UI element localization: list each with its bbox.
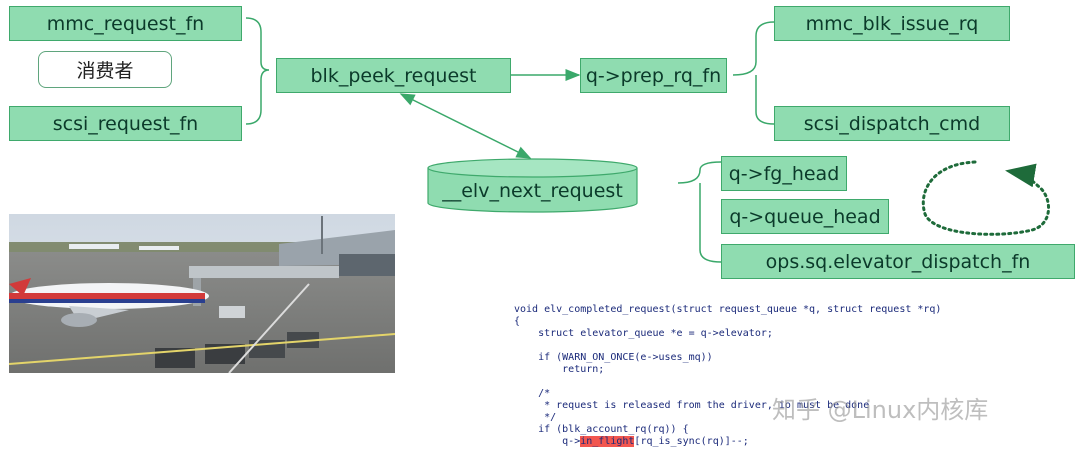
- code-line: * request is released from the driver, i…: [514, 400, 870, 411]
- scsi-dispatch-cmd-box: scsi_dispatch_cmd: [774, 106, 1010, 141]
- in-flight-highlight: in_flight: [580, 436, 635, 447]
- airport-photo: [9, 214, 395, 373]
- elevator-dispatch-fn-box: ops.sq.elevator_dispatch_fn: [721, 244, 1075, 279]
- code-line: return;: [514, 364, 605, 375]
- producers-brace: [245, 17, 270, 125]
- sources-brace: [677, 161, 722, 184]
- code-line: */: [514, 412, 557, 423]
- fg-head-box: q->fg_head: [721, 156, 847, 191]
- code-line: struct elevator_queue *e = q->elevator;: [514, 328, 773, 339]
- prep-rq-fn-box: q->prep_rq_fn: [580, 58, 727, 93]
- code-line: if (WARN_ON_ONCE(e->uses_mq)): [514, 352, 713, 363]
- issuers-brace: [732, 21, 775, 76]
- consumer-label: 消费者: [38, 51, 172, 88]
- code-line: if (blk_account_rq(rq)) {: [514, 424, 689, 435]
- scsi-request-fn-box: scsi_request_fn: [9, 106, 242, 141]
- watermark: 知乎 @Linux内核库: [772, 396, 989, 424]
- code-line: q->in_flight[rq_is_sync(rq)]--;: [514, 436, 749, 448]
- code-suffix: [rq_is_sync(rq)]--;: [634, 436, 749, 447]
- code-prefix: q->: [514, 436, 581, 447]
- loop-arrow: [921, 160, 1050, 236]
- mmc-request-fn-box: mmc_request_fn: [9, 6, 242, 41]
- blk-peek-request-box: blk_peek_request: [276, 58, 511, 93]
- queue-head-box: q->queue_head: [721, 199, 889, 234]
- code-line: {: [514, 316, 521, 327]
- elv-next-cylinder: [427, 158, 638, 213]
- peek-elv-arrow: [399, 93, 532, 159]
- elv-next-request-label: __elv_next_request: [442, 180, 623, 202]
- code-line: /*: [514, 388, 551, 399]
- mmc-blk-issue-rq-box: mmc_blk_issue_rq: [774, 6, 1010, 41]
- code-line: void elv_completed_request(struct reques…: [514, 304, 942, 315]
